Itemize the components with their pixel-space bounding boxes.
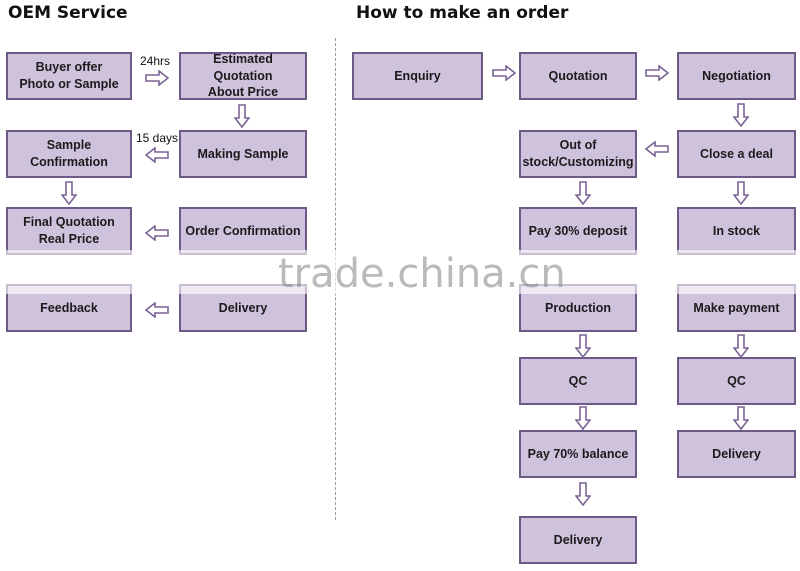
delivery-box-right: Delivery (677, 430, 796, 478)
arrow-down-icon (575, 482, 591, 506)
out-of-stock-box: Out of stock/Customizing (519, 130, 637, 178)
arrow-right-icon (492, 65, 516, 81)
pay-balance-box: Pay 70% balance (519, 430, 637, 478)
arrow-right-icon (645, 65, 669, 81)
arrow-down-icon (733, 406, 749, 430)
in-stock-box: In stock (677, 207, 796, 255)
close-a-deal-box: Close a deal (677, 130, 796, 178)
delivery-box-left: Delivery (519, 516, 637, 564)
quotation-box: Quotation (519, 52, 637, 100)
arrow-down-icon (733, 103, 749, 127)
arrow-left-icon (145, 147, 169, 163)
arrow-down-icon (575, 406, 591, 430)
arrow-down-icon (575, 334, 591, 358)
arrow-down-icon (733, 334, 749, 358)
enquiry-box: Enquiry (352, 52, 483, 100)
qc-box-right: QC (677, 357, 796, 405)
watermark-text: trade.china.cn (278, 251, 566, 297)
watermark-band (0, 250, 800, 294)
arrow-down-icon (234, 104, 250, 128)
making-sample-box: Making Sample (179, 130, 307, 178)
arrow-left-icon (145, 302, 169, 318)
arrow-down-icon (575, 181, 591, 205)
arrow-left-icon (645, 141, 669, 157)
estimated-quotation-box: Estimated Quotation About Price (179, 52, 307, 100)
buyer-offer-box: Buyer offer Photo or Sample (6, 52, 132, 100)
arrow-left-icon (145, 225, 169, 241)
note-15-days: 15 days (136, 131, 179, 145)
note-24hrs: 24hrs (140, 54, 171, 68)
oem-service-title: OEM Service (8, 3, 128, 23)
order-confirmation-box: Order Confirmation (179, 207, 307, 255)
arrow-down-icon (61, 181, 77, 205)
arrow-right-icon (145, 70, 169, 86)
negotiation-box: Negotiation (677, 52, 796, 100)
sample-confirmation-box: Sample Confirmation (6, 130, 132, 178)
arrow-down-icon (733, 181, 749, 205)
pay-deposit-box: Pay 30% deposit (519, 207, 637, 255)
final-quotation-box: Final Quotation Real Price (6, 207, 132, 255)
how-to-order-title: How to make an order (356, 3, 569, 23)
qc-box-left: QC (519, 357, 637, 405)
